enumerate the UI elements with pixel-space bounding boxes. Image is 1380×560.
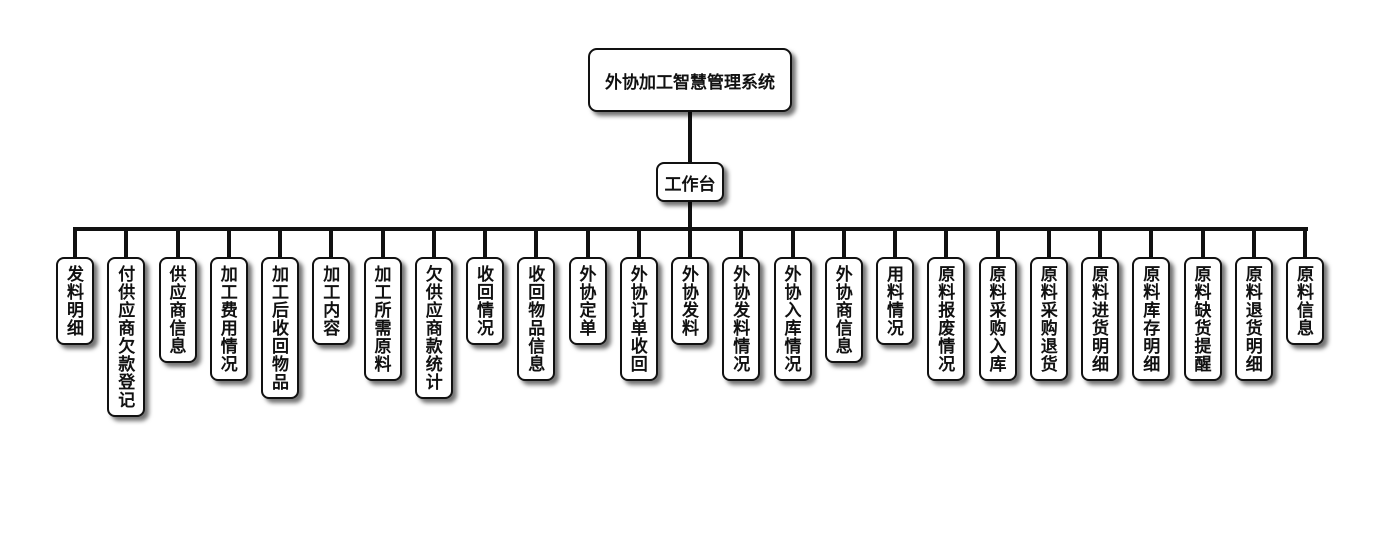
leaf-node-label: 加工所需原料 <box>370 265 391 373</box>
leaf-node: 原料进货明细 <box>1081 257 1119 381</box>
leaf-node-label: 原料缺货提醒 <box>1190 265 1211 373</box>
connector-leaf <box>73 229 77 257</box>
hub-node-label: 工作台 <box>664 174 716 195</box>
connector-leaf <box>534 229 539 257</box>
leaf-node-label: 外协入库情况 <box>780 265 801 373</box>
leaf-node-label: 原料进货明细 <box>1088 265 1108 373</box>
connector-leaf <box>175 229 180 257</box>
leaf-node-label: 原料退货明细 <box>1241 265 1262 373</box>
leaf-node-label: 收回情况 <box>473 265 493 337</box>
connector-leaf <box>226 229 231 257</box>
leaf-node-label: 外协定单 <box>575 265 596 337</box>
connector-leaf <box>1046 229 1051 257</box>
leaf-node: 原料信息 <box>1286 257 1324 345</box>
connector-leaf <box>893 229 897 257</box>
leaf-node-label: 加工后收回物品 <box>268 265 288 391</box>
hub-node: 工作台 <box>656 162 724 202</box>
leaf-node: 付供应商欠款登记 <box>107 257 146 417</box>
leaf-node: 原料缺货提醒 <box>1183 257 1222 381</box>
connector-leaf <box>124 229 129 257</box>
leaf-node-label: 外协商信息 <box>831 265 852 355</box>
leaf-node-label: 加工内容 <box>319 265 340 337</box>
connector-leaf <box>483 229 487 257</box>
connector-leaf <box>636 229 641 257</box>
connector-leaf <box>1303 229 1307 257</box>
connector-leaf <box>1149 229 1154 257</box>
leaf-node-label: 收回物品信息 <box>524 265 545 373</box>
connector-leaf <box>688 229 692 257</box>
leaf-node: 收回物品信息 <box>517 257 556 381</box>
leaf-node: 外协订单收回 <box>619 257 658 381</box>
connector-leaf <box>1251 229 1256 257</box>
connector-root-to-hub <box>688 112 692 162</box>
root-node-label: 外协加工智慧管理系统 <box>605 72 775 93</box>
connector-leaf <box>841 229 846 257</box>
leaf-node: 发料明细 <box>56 257 94 345</box>
leaf-node: 欠供应商款统计 <box>414 257 453 399</box>
leaf-node: 用料情况 <box>876 257 914 345</box>
leaf-node-label: 原料库存明细 <box>1139 265 1160 373</box>
leaf-node-label: 原料报废情况 <box>934 265 955 373</box>
connector-leaf <box>1098 229 1102 257</box>
leaf-node: 原料采购入库 <box>978 257 1017 381</box>
leaf-node-label: 原料采购退货 <box>1036 265 1057 373</box>
leaf-node-label: 欠供应商款统计 <box>421 265 442 391</box>
leaf-node: 原料退货明细 <box>1234 257 1273 381</box>
connector-leaf <box>995 229 1000 257</box>
leaf-node: 收回情况 <box>466 257 504 345</box>
leaf-node: 外协定单 <box>568 257 607 345</box>
leaf-node: 加工费用情况 <box>209 257 248 381</box>
connector-leaf <box>585 229 590 257</box>
leaf-node: 原料采购退货 <box>1029 257 1068 381</box>
leaf-node: 加工内容 <box>312 257 351 345</box>
leaf-node-label: 原料采购入库 <box>985 265 1006 373</box>
leaf-node-label: 发料明细 <box>63 265 83 337</box>
leaf-node: 原料报废情况 <box>927 257 966 381</box>
leaf-node: 原料库存明细 <box>1132 257 1171 381</box>
connector-leaf <box>329 229 334 257</box>
connector-leaf <box>944 229 949 257</box>
connector-leaf <box>278 229 282 257</box>
leaf-node-label: 供应商信息 <box>165 265 186 355</box>
leaf-node: 加工后收回物品 <box>261 257 299 399</box>
leaf-node-label: 付供应商欠款登记 <box>114 265 135 409</box>
connector-leaf <box>380 229 385 257</box>
leaf-node-label: 外协发料情况 <box>729 265 750 373</box>
leaf-node-label: 加工费用情况 <box>216 265 237 373</box>
leaf-node-label: 原料信息 <box>1293 265 1313 337</box>
leaf-node-label: 外协发料 <box>678 265 698 337</box>
leaf-node: 供应商信息 <box>158 257 197 363</box>
leaf-node: 外协发料 <box>671 257 709 345</box>
leaf-node-label: 用料情况 <box>883 265 903 337</box>
leaf-node: 外协入库情况 <box>773 257 812 381</box>
leaf-node: 外协发料情况 <box>722 257 761 381</box>
connector-leaf <box>431 229 436 257</box>
connector-leaf <box>790 229 795 257</box>
connector-leaf <box>1200 229 1205 257</box>
leaf-node-label: 外协订单收回 <box>626 265 647 373</box>
root-node: 外协加工智慧管理系统 <box>588 48 792 112</box>
leaf-node: 加工所需原料 <box>363 257 402 381</box>
connector-leaf <box>739 229 744 257</box>
connector-hub-to-bus <box>688 202 692 230</box>
leaf-node: 外协商信息 <box>824 257 863 363</box>
